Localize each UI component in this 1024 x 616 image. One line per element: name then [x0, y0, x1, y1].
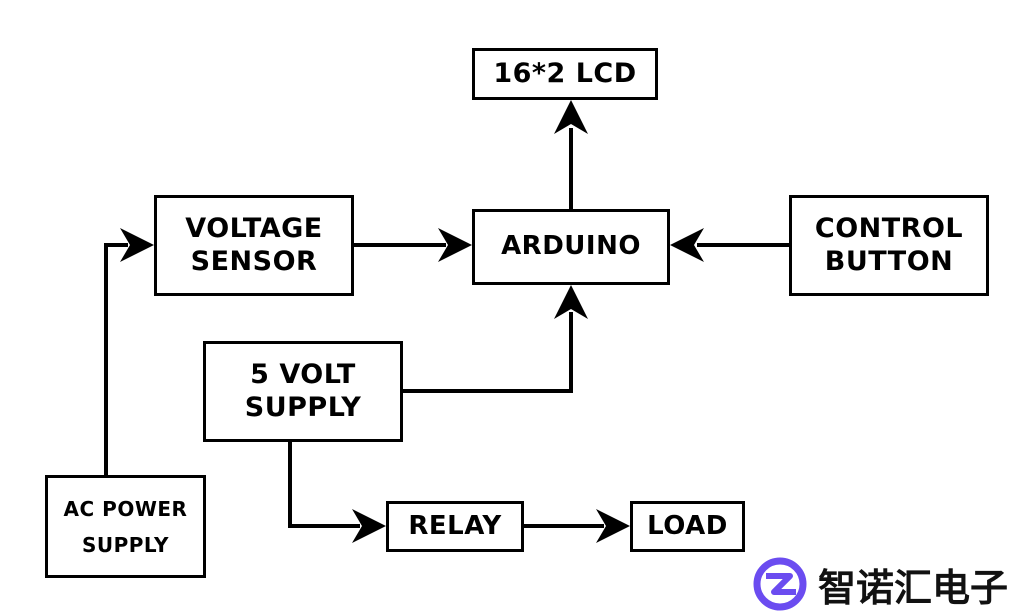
arrowhead-relay: [352, 509, 386, 543]
voltage-sensor-label-line1: VOLTAGE: [185, 213, 323, 245]
supply-to-arduino-line: [403, 312, 573, 393]
arrowhead-lcd: [554, 100, 588, 134]
arrowhead-voltage-sensor: [120, 228, 154, 262]
voltage-sensor-block: VOLTAGE SENSOR: [154, 195, 354, 296]
ac-to-voltage-sensor-line: [104, 243, 128, 475]
brand-logo-icon: [753, 557, 807, 611]
ac-power-supply-block: AC POWER SUPPLY: [45, 475, 206, 578]
arrowhead-load: [596, 509, 630, 543]
watermark: 智诺汇电子: [752, 556, 1024, 612]
ac-power-supply-label-line1: AC POWER: [63, 496, 188, 521]
arduino-label: ARDUINO: [501, 231, 641, 262]
control-button-label-line2: BUTTON: [824, 245, 954, 277]
arrowhead-arduino-bottom: [554, 285, 588, 319]
arrowhead-arduino-right: [670, 228, 704, 262]
ac-power-supply-label-line2: SUPPLY: [81, 532, 170, 557]
relay-label: RELAY: [408, 510, 502, 541]
watermark-text: 智诺汇电子: [818, 565, 1009, 610]
load-label: LOAD: [647, 510, 728, 541]
relay-block: RELAY: [386, 501, 524, 552]
supply-to-relay-line: [288, 442, 360, 528]
five-volt-supply-label-line2: SUPPLY: [244, 391, 362, 423]
arrowhead-arduino-left: [438, 228, 472, 262]
voltage-sensor-label-line2: SENSOR: [190, 245, 318, 277]
load-block: LOAD: [630, 501, 745, 552]
five-volt-supply-label-line1: 5 VOLT: [250, 359, 356, 391]
five-volt-supply-block: 5 VOLT SUPPLY: [203, 341, 403, 442]
lcd-block: 16*2 LCD: [472, 48, 658, 100]
control-button-label-line1: CONTROL: [814, 213, 964, 245]
arduino-block: ARDUINO: [472, 209, 670, 285]
lcd-label: 16*2 LCD: [493, 57, 637, 89]
control-button-block: CONTROL BUTTON: [789, 195, 989, 296]
